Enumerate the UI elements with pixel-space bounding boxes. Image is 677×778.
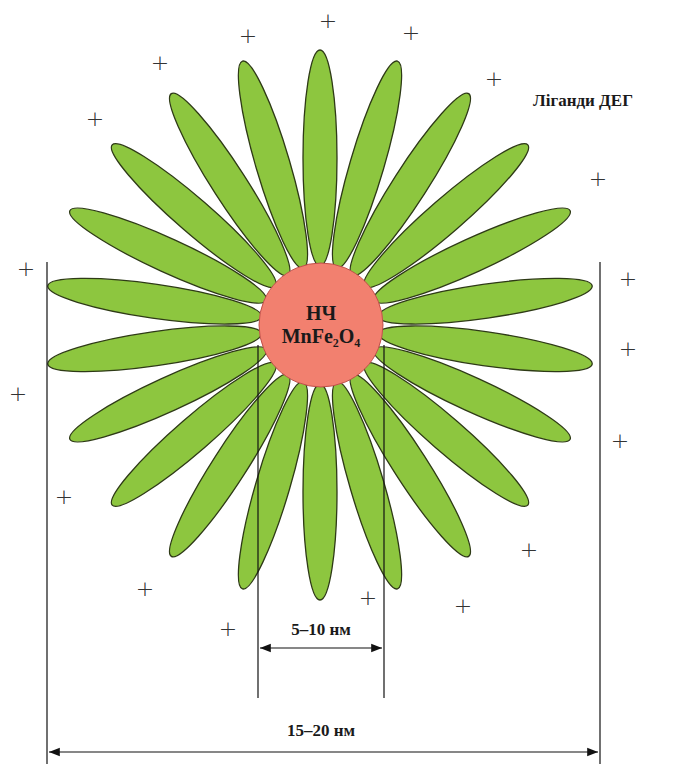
dimension-lines — [47, 262, 600, 764]
charge-sign: + — [136, 576, 154, 601]
charge-sign: + — [319, 8, 337, 33]
ligand-petals — [45, 50, 594, 600]
charge-sign: + — [55, 484, 73, 509]
charge-sign: + — [454, 593, 472, 618]
dimension-label: 15–20 нм — [284, 721, 358, 741]
charge-sign: + — [151, 50, 169, 75]
charge-sign: + — [219, 616, 237, 641]
charge-sign: + — [9, 381, 27, 406]
charge-sign: + — [17, 256, 35, 281]
charge-sign: + — [619, 336, 637, 361]
charge-sign: + — [402, 20, 420, 45]
charge-sign: + — [611, 428, 629, 453]
charge-sign: + — [359, 585, 377, 610]
charge-sign: + — [239, 23, 257, 48]
nanoparticle-circle: НЧ MnFe₂O₄ — [258, 262, 384, 388]
charge-sign: + — [485, 66, 503, 91]
charge-sign: + — [589, 166, 607, 191]
charge-sign: + — [619, 266, 637, 291]
dimension-label: 5–10 нм — [288, 620, 354, 640]
charge-sign: + — [86, 106, 104, 131]
node-text: НЧ MnFe₂O₄ — [273, 302, 369, 348]
ligand-label: Ліганди ДЕГ — [533, 91, 633, 111]
charge-sign: + — [520, 537, 538, 562]
